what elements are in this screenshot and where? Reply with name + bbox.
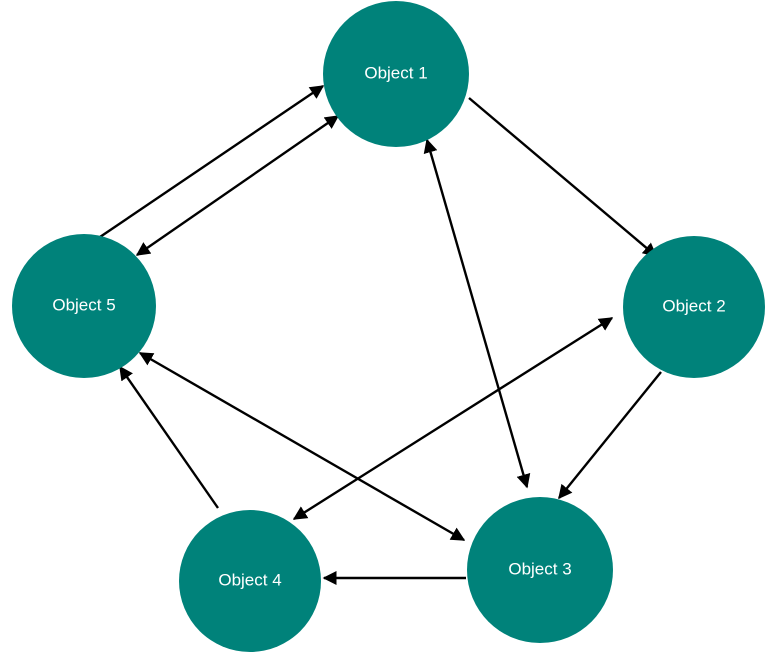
edge-object5-object1-bidirectional xyxy=(135,115,340,256)
node-object4-circle xyxy=(179,510,321,652)
node-object4-label: Object 4 xyxy=(218,570,281,589)
node-object3-circle xyxy=(467,497,613,643)
node-object1-circle xyxy=(323,1,469,147)
edge-object2-object4-bidirectional xyxy=(292,316,614,521)
edges xyxy=(96,85,662,585)
node-object2[interactable]: Object 2 xyxy=(623,236,765,378)
node-object5[interactable]: Object 5 xyxy=(12,234,156,378)
node-object3-label: Object 3 xyxy=(508,559,571,578)
node-object2-label: Object 2 xyxy=(662,296,725,315)
node-object5-label: Object 5 xyxy=(52,295,115,314)
edge-object2-to-object3 xyxy=(558,371,662,500)
nodes: Object 1 Object 2 Object 3 Object 4 Obje… xyxy=(12,1,765,652)
edge-object1-to-object2 xyxy=(468,97,658,257)
node-object1-label: Object 1 xyxy=(364,63,427,82)
edge-object5-object3-bidirectional xyxy=(138,351,466,542)
node-object2-circle xyxy=(623,236,765,378)
node-object4[interactable]: Object 4 xyxy=(179,510,321,652)
node-object5-circle xyxy=(12,234,156,378)
node-object3[interactable]: Object 3 xyxy=(467,497,613,643)
node-object1[interactable]: Object 1 xyxy=(323,1,469,147)
edge-object5-to-object1 xyxy=(96,85,325,240)
edge-object1-object3-bidirectional xyxy=(423,138,531,489)
